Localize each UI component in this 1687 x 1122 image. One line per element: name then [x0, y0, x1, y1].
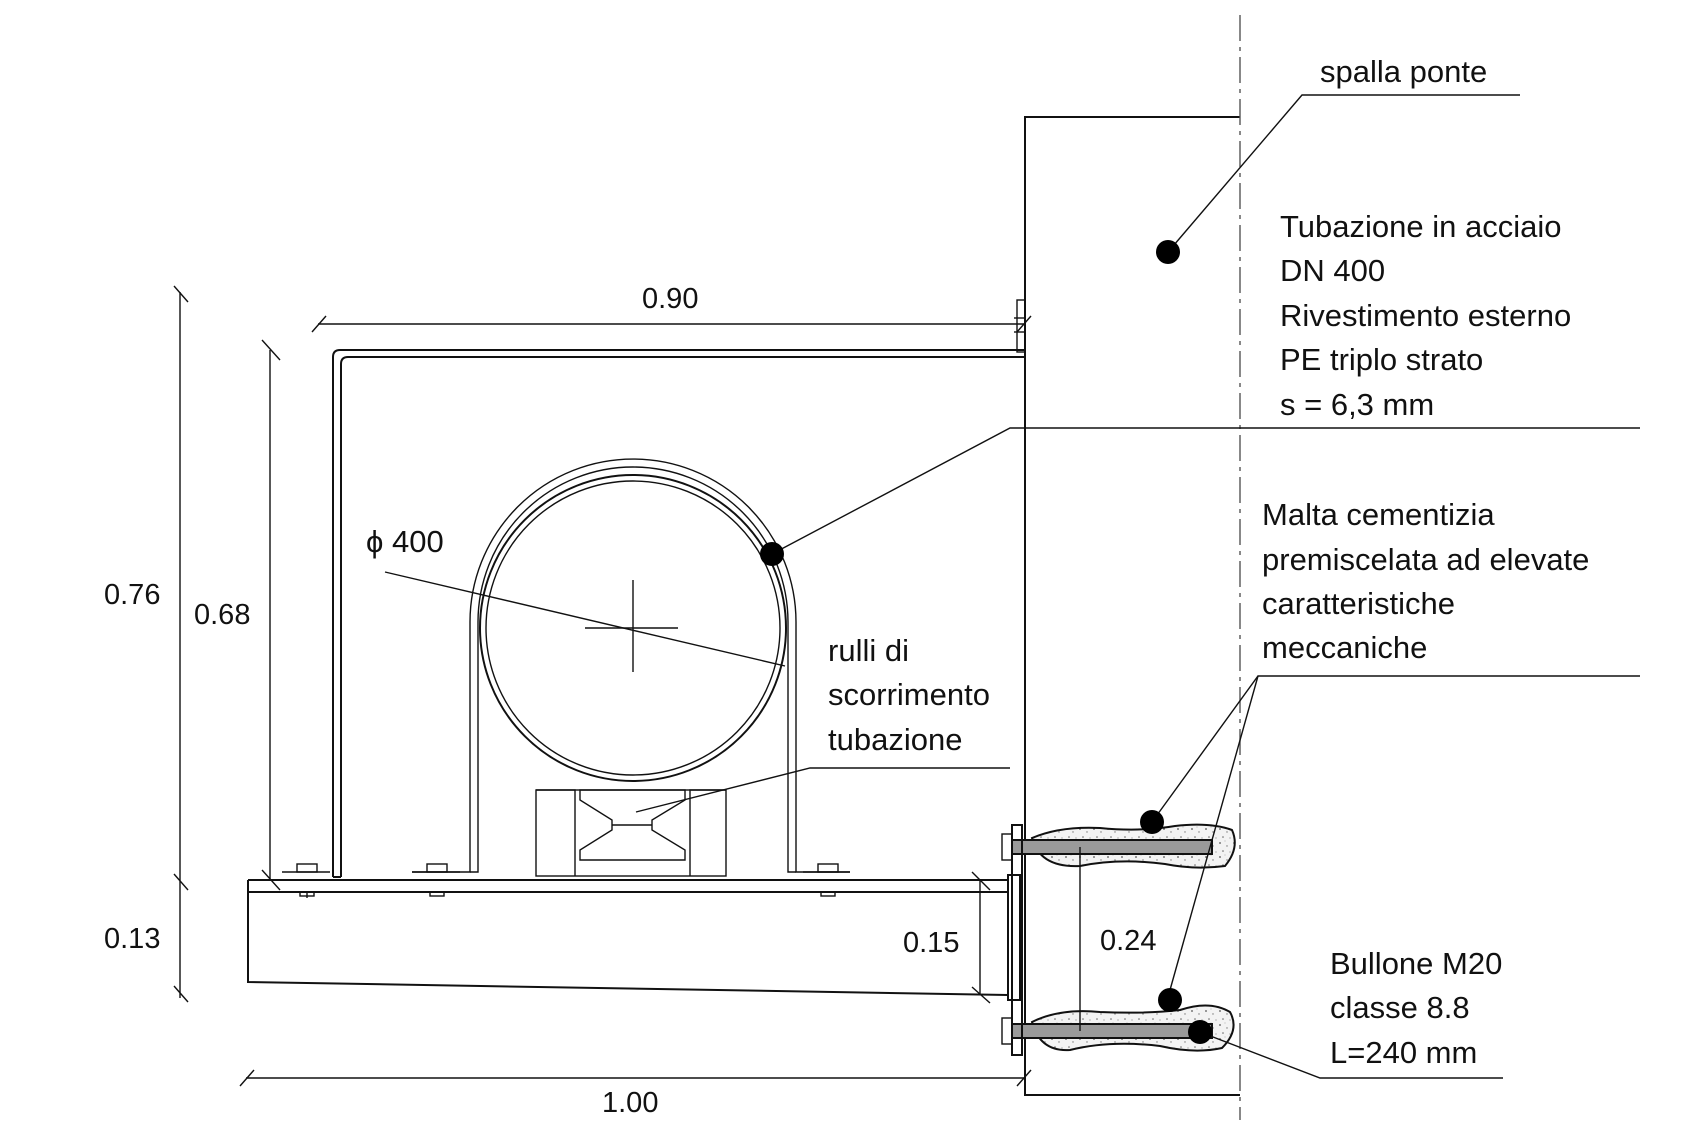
label-bullone-3: L=240 mm — [1330, 1035, 1477, 1070]
label-malta-3: caratteristiche — [1262, 586, 1455, 621]
label-tubazione-4: PE triplo strato — [1280, 342, 1483, 377]
dim-height-total: 0.76 — [104, 579, 160, 611]
dim-bolt-spacing: 0.24 — [1100, 925, 1156, 957]
bolt-bottom — [1011, 1023, 1213, 1039]
leader-dots — [760, 240, 1212, 1044]
label-rulli-2: scorrimento — [828, 677, 990, 712]
label-bullone-2: classe 8.8 — [1330, 990, 1470, 1025]
bolt-top — [1011, 839, 1213, 855]
support-frame — [332, 349, 1025, 878]
leader-lines — [635, 94, 1640, 1079]
steel-pipe — [384, 474, 787, 782]
label-malta-1: Malta cementizia — [1262, 497, 1495, 532]
label-spalla-ponte: spalla ponte — [1320, 54, 1487, 89]
label-bullone-1: Bullone M20 — [1330, 946, 1502, 981]
label-diameter: ϕ 400 — [366, 524, 444, 559]
dim-width-bottom: 1.00 — [602, 1087, 658, 1119]
dim-beam-end: 0.15 — [903, 927, 959, 959]
label-tubazione-3: Rivestimento esterno — [1280, 298, 1571, 333]
label-tubazione-2: DN 400 — [1280, 253, 1385, 288]
roller-support — [535, 789, 727, 877]
base-bolt-1 — [282, 863, 330, 898]
annotation-labels: spalla ponte Tubazione in acciaio DN 400… — [366, 54, 1589, 1070]
label-rulli-3: tubazione — [828, 722, 962, 757]
base-bolts — [282, 863, 850, 898]
dim-beam-depth: 0.13 — [104, 923, 160, 955]
dim-height-frame: 0.68 — [194, 599, 250, 631]
label-tubazione-5: s = 6,3 mm — [1280, 387, 1434, 422]
label-malta-4: meccaniche — [1262, 630, 1427, 665]
anchor-bolts — [1001, 823, 1236, 1056]
top-anchor-plate — [1014, 299, 1026, 353]
label-tubazione-1: Tubazione in acciaio — [1280, 209, 1561, 244]
dimension-values: 0.90 1.00 0.76 0.68 0.13 0.15 0.24 — [104, 283, 1156, 1119]
dim-width-top: 0.90 — [642, 283, 698, 315]
dimension-lines — [173, 285, 1032, 1087]
label-malta-2: premiscelata ad elevate — [1262, 542, 1589, 577]
bridge-abutment — [1024, 15, 1241, 1120]
pipe-clamp — [412, 458, 850, 881]
label-rulli-1: rulli di — [828, 633, 909, 668]
